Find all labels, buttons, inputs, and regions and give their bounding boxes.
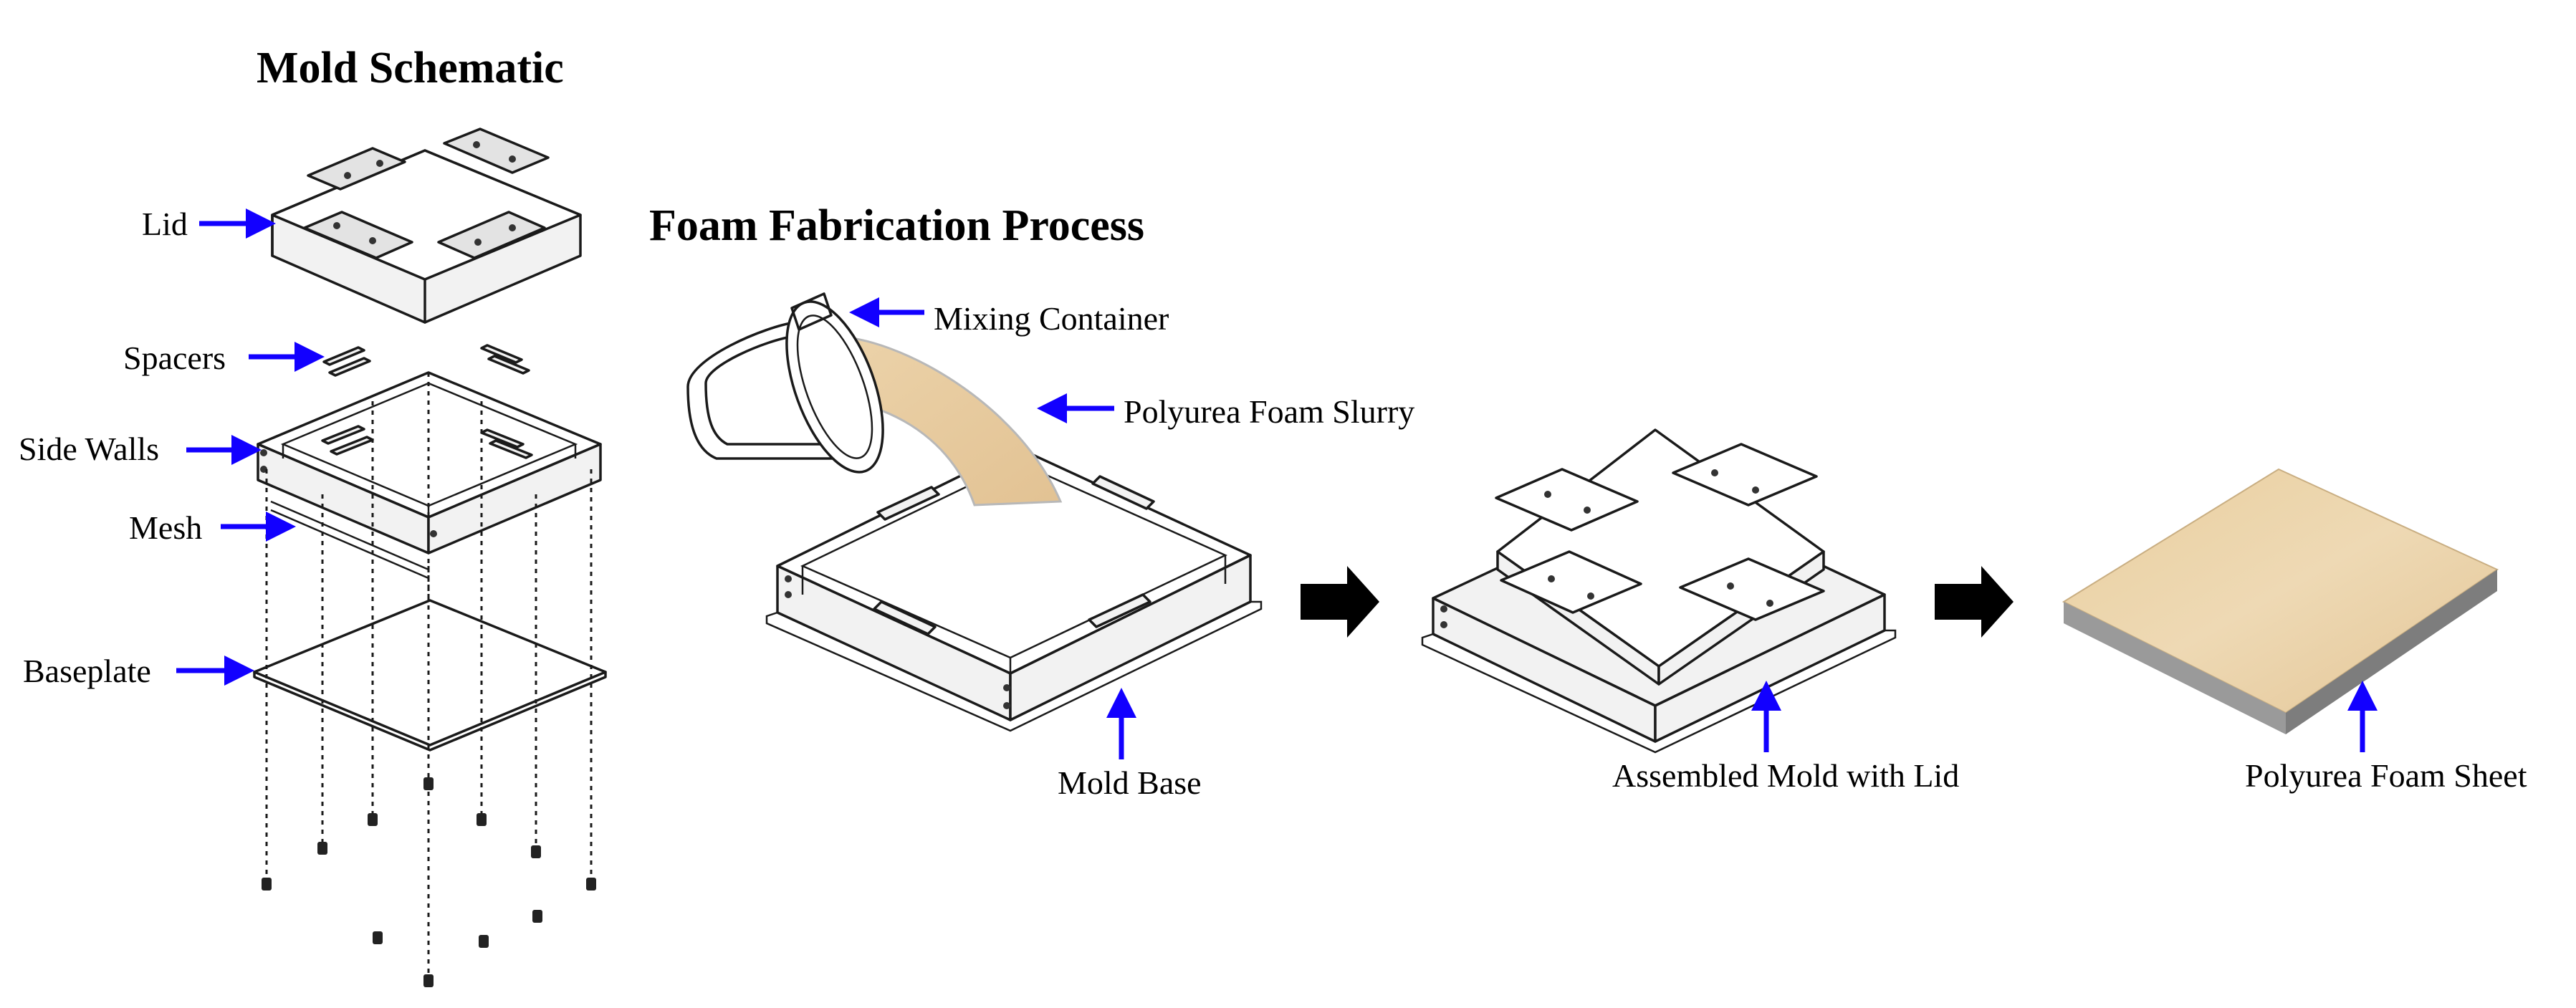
foam-slurry-stream: [833, 335, 1063, 507]
mesh-part: [270, 500, 429, 580]
foam-process-title: Foam Fabrication Process: [649, 201, 1144, 250]
baseplate-part: [253, 599, 607, 752]
bolts: [262, 777, 596, 987]
foam-sheet-side-right: [2286, 570, 2497, 734]
spacers-label: Spacers: [123, 340, 226, 376]
foam-sheet-side-left: [2064, 602, 2286, 734]
side-walls-part: [257, 371, 602, 555]
assembled-mold-stage: [1421, 428, 1897, 754]
mold-base-stage: [686, 292, 1263, 732]
mixing-container: [686, 292, 884, 474]
process-arrow-2: [1935, 566, 2014, 638]
foam-sheet-label: Polyurea Foam Sheet: [2245, 757, 2527, 794]
mold-base-label: Mold Base: [1058, 764, 1202, 801]
lid-label: Lid: [142, 206, 188, 242]
foam-sheet-stage: [2062, 468, 2499, 734]
side-walls-label: Side Walls: [19, 431, 159, 467]
assembled-mold-label: Assembled Mold with Lid: [1612, 757, 1959, 794]
mold-schematic-title: Mold Schematic: [257, 44, 564, 92]
spacers-part: [322, 344, 530, 377]
slurry-label: Polyurea Foam Slurry: [1124, 393, 1414, 430]
mold-schematic: Lid Spacers Side Walls Mesh Baseplate: [19, 128, 607, 987]
mixing-container-label: Mixing Container: [934, 300, 1169, 337]
lid-part: [271, 128, 582, 324]
baseplate-label: Baseplate: [23, 653, 151, 689]
process-arrow-1: [1301, 566, 1379, 638]
foam-sheet-top: [2062, 468, 2499, 714]
mesh-label: Mesh: [129, 509, 202, 546]
